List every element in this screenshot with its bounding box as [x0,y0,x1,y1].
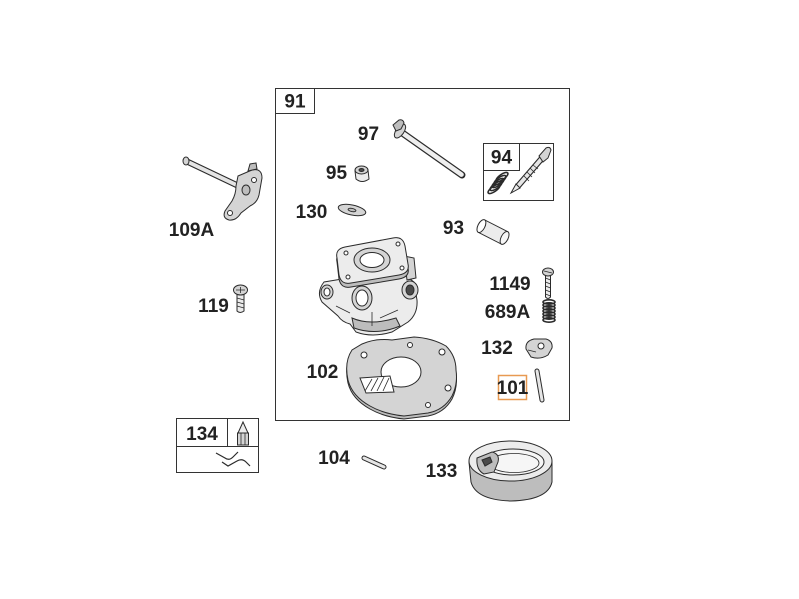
part-109a-hole-lower [227,210,233,216]
part-134-needle-tip [237,420,249,434]
part-95 [354,165,370,182]
part-97-lever [392,119,405,132]
part-689a-coil [542,304,556,311]
part-102-cutout-hatch [364,376,390,392]
part-1149-shank [545,273,551,299]
carburetor-detail-lines [335,305,399,326]
part-97-rod-body [398,129,464,177]
part-132-hole [537,342,545,350]
assembly-91-label-cell [275,88,315,114]
kit-134-frame [176,418,259,473]
carburetor-left-boss-hole [323,287,331,297]
part-119-head-cross [236,287,245,293]
subassembly-94-label-cell [483,143,520,171]
part-689a-coil [542,298,556,305]
part-94-screw-body [516,155,545,188]
part-94-spring [487,171,509,195]
part-102-hole [438,348,446,356]
callout-101-highlight [497,374,528,401]
part-94-spring-coil [489,180,503,192]
part-689a-coil [542,310,556,317]
callout-97[interactable]: 97 [358,124,379,145]
callout-689a[interactable]: 689A [485,302,531,323]
part-95-hole [358,168,365,172]
part-689a-coil [542,313,556,320]
part-94-screw-head [538,146,552,163]
part-134-needle-body [237,432,249,446]
part-689a [542,298,556,323]
part-134-needle-facets [240,433,246,445]
assembly-91-label[interactable]: 91 [284,92,306,113]
part-102-hole [444,384,452,392]
part-97 [392,119,466,179]
part-94-spring-coil [487,183,501,195]
part-94-needle-tip [509,183,521,195]
part-104-pin-body [362,456,386,469]
part-109a-boss [241,184,251,196]
carburetor-flange-hole [343,250,349,256]
part-133 [468,440,553,502]
part-102-hole [360,351,368,359]
part-689a-coil [542,307,556,314]
part-101 [534,368,545,403]
part-93-end-near [476,219,487,234]
callout-132[interactable]: 132 [481,338,513,359]
part-132-slot [527,349,537,353]
callout-93[interactable]: 93 [443,218,464,239]
part-130 [337,203,367,217]
part-1149-slot [543,270,553,274]
callout-133[interactable]: 133 [426,461,458,482]
carburetor-flange-hole [395,241,401,247]
callout-130[interactable]: 130 [296,202,328,223]
carburetor-flange-opening [359,252,385,268]
part-119 [233,284,248,313]
carburetor-right-boss-hole [405,284,415,296]
part-109a-rod-tip [182,156,190,166]
callout-119[interactable]: 119 [198,296,229,317]
part-1149-threads [545,277,551,297]
callout-101[interactable]: 101 [497,378,529,399]
part-132 [525,338,553,359]
callout-102[interactable]: 102 [307,362,339,383]
part-102-hole [425,402,431,408]
part-134 [215,420,251,467]
callout-95[interactable]: 95 [326,163,348,184]
carburetor-bottom-flange [351,317,401,332]
part-689a-coil [542,316,556,323]
part-102-cutout [359,375,395,394]
subassembly-94-label[interactable]: 94 [491,148,513,169]
part-109a-hole-upper [251,177,257,183]
callout-109a[interactable]: 109A [169,220,215,241]
carburetor-flange-hole [345,274,351,280]
part-689a-coil [542,301,556,308]
part-104 [361,455,387,470]
part-130-center [347,207,357,213]
assembly-91-frame [275,88,570,421]
carburetor-bore-hole [355,289,369,307]
part-109a-tab [247,162,258,172]
part-102 [346,336,457,420]
part-1149 [542,267,554,299]
callout-104[interactable]: 104 [318,448,350,469]
part-93-end-far [499,230,510,245]
part-134-clip [215,451,251,467]
callout-1149[interactable]: 1149 [489,274,530,295]
carburetor-flange-hole [399,265,405,271]
part-109a [182,156,263,221]
carburetor-body [318,237,419,336]
part-94 [487,146,552,195]
part-94-screw-threads [523,164,539,182]
part-102-hole [407,342,413,348]
kit-134-label[interactable]: 134 [186,424,218,445]
part-93 [476,219,510,245]
part-101-pin-body [535,369,544,402]
part-119-threads [236,297,245,309]
part-133-hinge-detail [481,456,493,467]
